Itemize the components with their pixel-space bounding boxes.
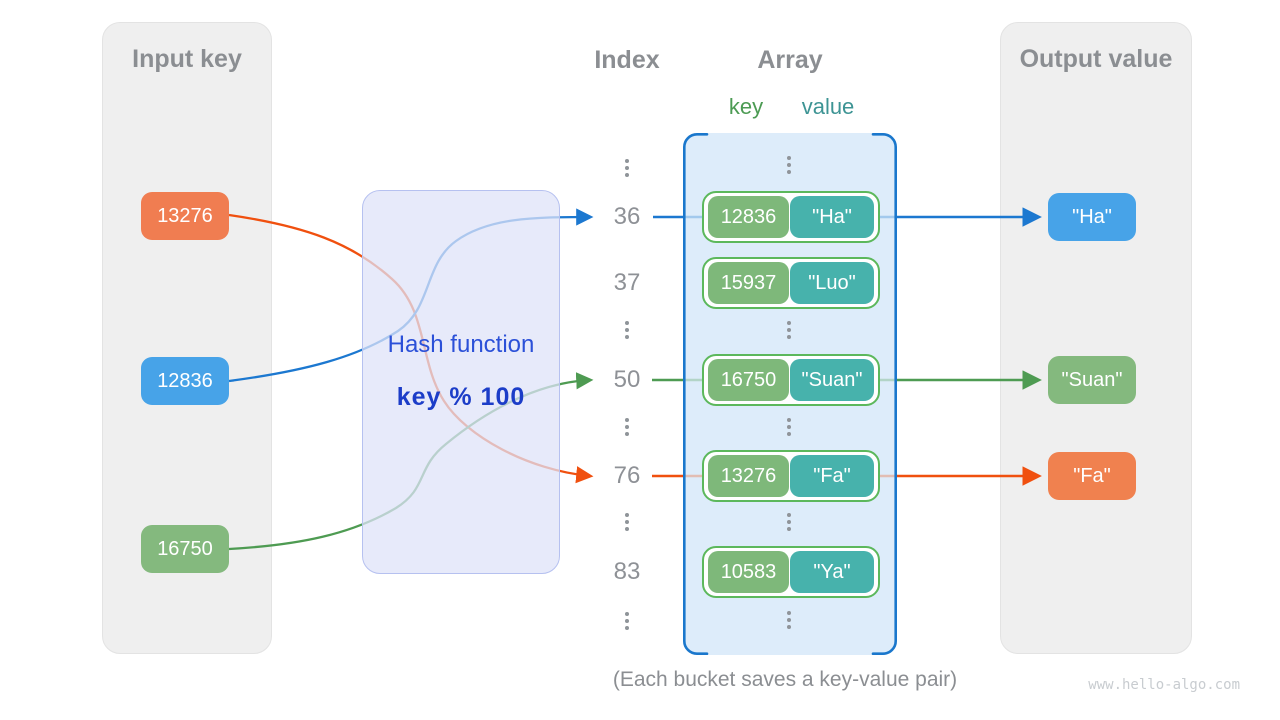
vertical-ellipsis-icon <box>625 418 629 422</box>
input-panel-title: Input key <box>132 45 242 73</box>
output-value-box: "Suan" <box>1048 356 1136 404</box>
bucket-value: "Suan" <box>790 359 874 401</box>
index-value: 76 <box>613 462 641 489</box>
input-key-box: 12836 <box>141 357 229 405</box>
output-panel-title: Output value <box>1019 45 1173 73</box>
index-value: 50 <box>613 366 641 393</box>
bucket-row: 12836 "Ha" <box>702 191 880 243</box>
bucket-value: "Luo" <box>790 262 874 304</box>
index-value: 37 <box>613 269 641 296</box>
vertical-ellipsis-icon <box>787 321 791 325</box>
vertical-ellipsis-icon <box>787 611 791 615</box>
array-bracket-border <box>683 133 897 655</box>
output-value-panel: Output value <box>1000 22 1192 654</box>
array-crossing-lines <box>684 215 896 478</box>
output-value-box: "Ha" <box>1048 193 1136 241</box>
bucket-value: "Ya" <box>790 551 874 593</box>
figure-caption: (Each bucket saves a key-value pair) <box>612 668 958 691</box>
vertical-ellipsis-icon <box>787 156 791 160</box>
vertical-ellipsis-icon <box>625 612 629 616</box>
output-value-box: "Fa" <box>1048 452 1136 500</box>
vertical-ellipsis-icon <box>625 321 629 325</box>
array-column-title: Array <box>757 46 823 74</box>
bucket-value: "Ha" <box>790 196 874 238</box>
index-value: 36 <box>613 203 641 230</box>
bucket-key: 12836 <box>708 196 789 238</box>
hash-function-box: Hash function key % 100 <box>362 190 560 574</box>
site-watermark: www.hello-algo.com <box>1088 677 1240 693</box>
bucket-row: 10583 "Ya" <box>702 546 880 598</box>
key-header-label: key <box>728 94 764 119</box>
bucket-key: 15937 <box>708 262 789 304</box>
vertical-ellipsis-icon <box>625 513 629 517</box>
bucket-key: 10583 <box>708 551 789 593</box>
bucket-row: 15937 "Luo" <box>702 257 880 309</box>
index-value: 83 <box>613 558 641 585</box>
input-key-box: 13276 <box>141 192 229 240</box>
hash-formula: key % 100 <box>396 383 526 411</box>
bucket-key: 13276 <box>708 455 789 497</box>
vertical-ellipsis-icon <box>787 513 791 517</box>
bucket-row: 13276 "Fa" <box>702 450 880 502</box>
bucket-value: "Fa" <box>790 455 874 497</box>
vertical-ellipsis-icon <box>625 159 629 163</box>
array-to-output-arrows <box>897 207 1042 486</box>
value-header-label: value <box>801 94 855 119</box>
hash-function-label: Hash function <box>387 331 535 358</box>
vertical-ellipsis-icon <box>787 418 791 422</box>
index-column-title: Index <box>594 46 660 74</box>
input-key-box: 16750 <box>141 525 229 573</box>
bucket-key: 16750 <box>708 359 789 401</box>
index-to-array-lines <box>652 215 683 478</box>
bucket-row: 16750 "Suan" <box>702 354 880 406</box>
